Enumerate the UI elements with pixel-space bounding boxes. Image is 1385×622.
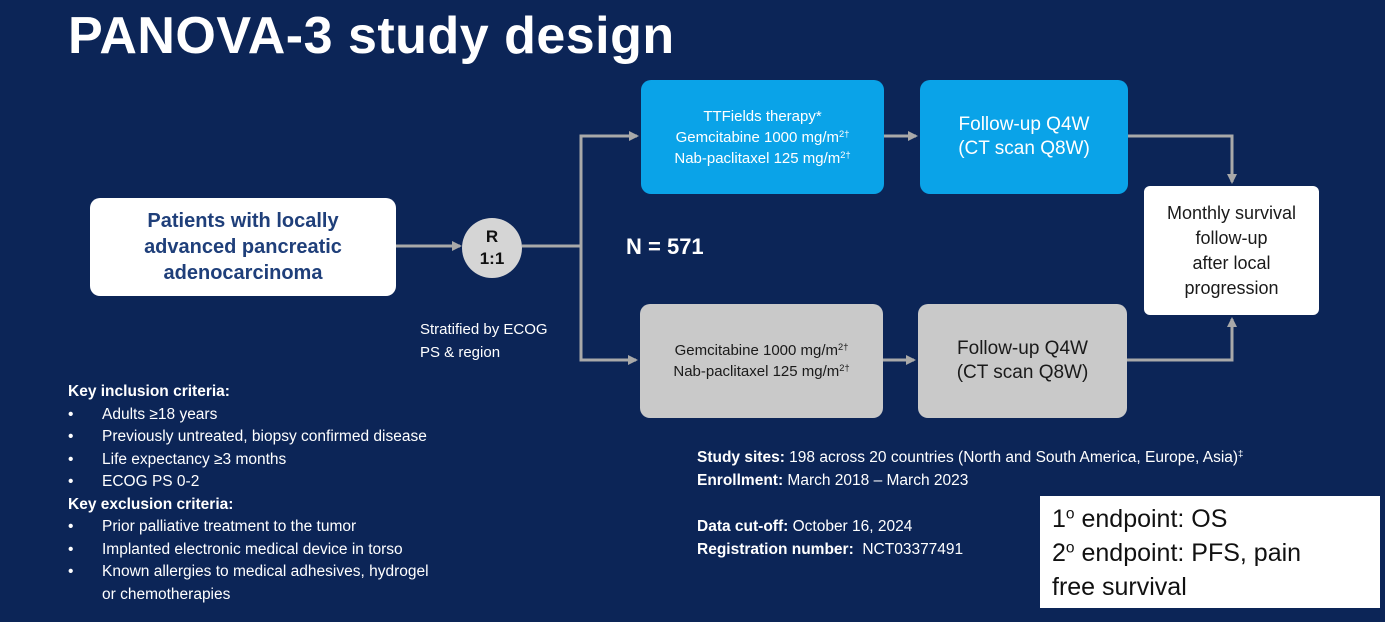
control-followup-box: Follow-up Q4W (CT scan Q8W): [918, 304, 1127, 418]
stratification-note: Stratified by ECOG PS & region: [420, 318, 548, 364]
inclusion-item: •ECOG PS 0-2: [68, 473, 200, 490]
stratification-line-1: Stratified by ECOG: [420, 321, 548, 338]
inclusion-heading: Key inclusion criteria:: [68, 383, 230, 400]
arrow-blue-followup-to-monthly: [1128, 134, 1237, 184]
control-followup-line-1: Follow-up Q4W: [957, 338, 1088, 359]
exclusion-heading: Key exclusion criteria:: [68, 495, 234, 513]
primary-endpoint: 1o endpoint: OS: [1052, 505, 1228, 533]
patients-line-3: adenocarcinoma: [163, 262, 323, 284]
control-followup-line-2: (CT scan Q8W): [956, 362, 1089, 383]
ttfields-arm-box: TTFields therapy* Gemcitabine 1000 mg/m2…: [641, 80, 884, 194]
ttfields-followup-line-1: Follow-up Q4W: [958, 114, 1090, 135]
monthly-survival-box: Monthly survival follow-up after local p…: [1144, 186, 1319, 315]
ttfields-arm-line-2: Gemcitabine 1000 mg/m2†: [675, 128, 850, 146]
patients-line-1: Patients with locally: [147, 210, 339, 232]
arrow-grey-followup-to-monthly: [1127, 317, 1237, 362]
study-data-cutoff: Data cut-off: October 16, 2024: [697, 518, 913, 535]
exclusion-item: •Known allergies to medical adhesives, h…: [68, 563, 429, 580]
monthly-line-4: progression: [1184, 277, 1279, 298]
secondary-endpoint-continuation: free survival: [1052, 573, 1187, 601]
patients-box: Patients with locally advanced pancreati…: [90, 198, 396, 296]
inclusion-item: •Life expectancy ≥3 months: [68, 450, 287, 468]
monthly-line-2: follow-up: [1195, 227, 1268, 248]
study-sites: Study sites: 198 across 20 countries (No…: [697, 448, 1244, 466]
ttfields-followup-box: Follow-up Q4W (CT scan Q8W): [920, 80, 1128, 194]
arrow-split-to-control-arm: [579, 246, 638, 365]
ttfields-arm-line-3: Nab-paclitaxel 125 mg/m2†: [674, 149, 851, 167]
randomization-ratio: 1:1: [479, 249, 505, 268]
monthly-line-3: after local: [1192, 252, 1271, 273]
arrow-split-to-ttfields-arm: [579, 131, 639, 246]
stratification-line-2: PS & region: [420, 344, 501, 361]
ttfields-arm-line-1: TTFields therapy*: [703, 107, 822, 125]
control-arm-line-2: Nab-paclitaxel 125 mg/m2†: [673, 362, 850, 380]
endpoints-box: 1o endpoint: OS 2o endpoint: PFS, pain f…: [1040, 496, 1380, 608]
study-enrollment: Enrollment: March 2018 – March 2023: [697, 472, 969, 489]
patients-line-2: advanced pancreatic: [144, 236, 342, 258]
criteria-list: Key inclusion criteria: •Adults ≥18 year…: [68, 381, 508, 606]
exclusion-item-continuation: or chemotherapies: [102, 585, 231, 603]
exclusion-item: •Implanted electronic medical device in …: [68, 540, 403, 558]
control-arm-box: Gemcitabine 1000 mg/m2† Nab-paclitaxel 1…: [640, 304, 883, 418]
secondary-endpoint: 2o endpoint: PFS, pain: [1052, 539, 1302, 567]
inclusion-item: •Adults ≥18 years: [68, 405, 218, 423]
randomization-label: R: [485, 227, 499, 246]
inclusion-item: •Previously untreated, biopsy confirmed …: [68, 428, 427, 445]
slide-title: PANOVA-3 study design: [68, 7, 675, 65]
study-info: Study sites: 198 across 20 countries (No…: [697, 446, 1243, 561]
study-registration: Registration number: NCT03377491: [697, 541, 964, 558]
control-arm-line-1: Gemcitabine 1000 mg/m2†: [674, 341, 849, 359]
exclusion-item: •Prior palliative treatment to the tumor: [68, 518, 357, 535]
sample-size-label: N = 571: [626, 234, 704, 259]
monthly-line-1: Monthly survival: [1166, 202, 1297, 223]
randomization-circle: R 1:1: [462, 218, 522, 278]
ttfields-followup-line-2: (CT scan Q8W): [958, 138, 1090, 159]
